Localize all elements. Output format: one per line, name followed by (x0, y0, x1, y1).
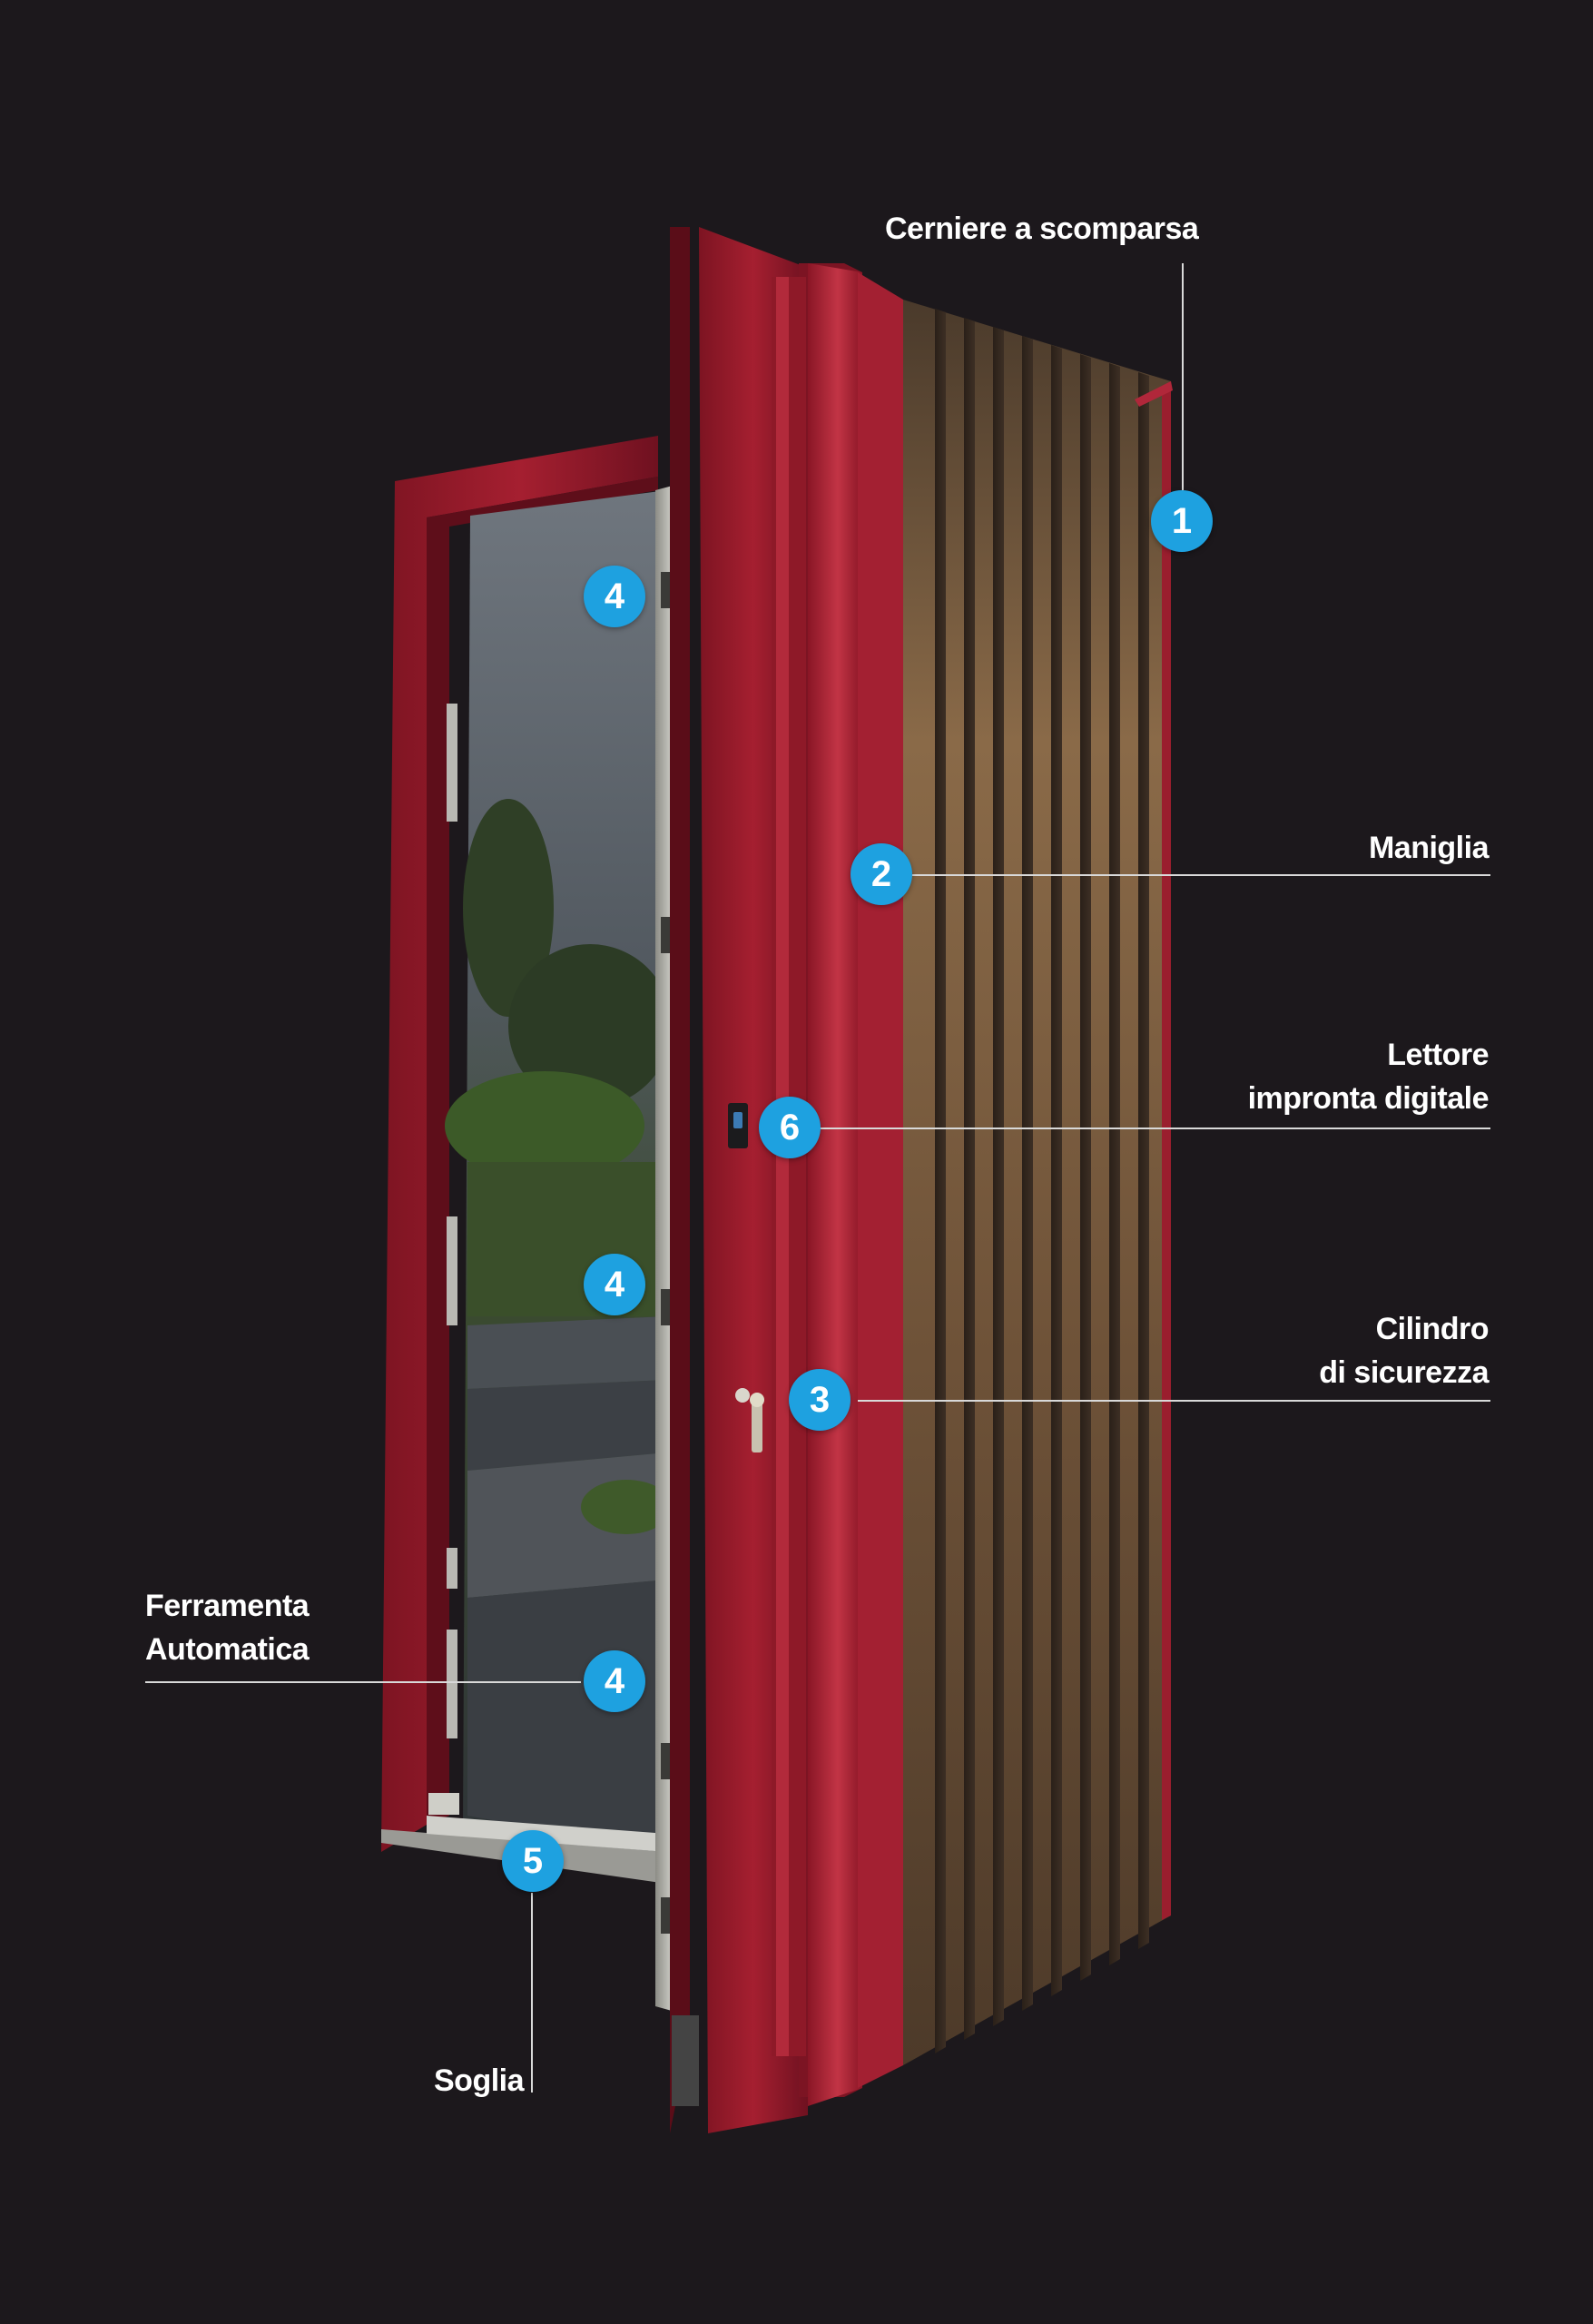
wood-cladding (903, 300, 1173, 2065)
label-hardware: Ferramenta Automatica (145, 1589, 310, 1667)
leader-line-hardware (145, 1681, 581, 1683)
label-handle: Maniglia (1368, 831, 1490, 865)
marker-hardware-top: 4 (584, 566, 645, 627)
marker-threshold: 5 (502, 1830, 564, 1892)
marker-cylinder: 3 (789, 1369, 851, 1431)
outdoor-view (445, 490, 672, 1861)
marker-hardware-bottom: 4 (584, 1650, 645, 1712)
door-leaf (699, 227, 903, 2133)
leader-line-cylinder (858, 1400, 1490, 1402)
door-edge (655, 227, 699, 2133)
leader-line-fingerprint (820, 1128, 1490, 1129)
marker-fingerprint: 6 (759, 1097, 821, 1158)
leader-line-threshold (531, 1893, 533, 2093)
label-hinges: Cerniere a scomparsa (885, 212, 1199, 246)
marker-handle: 2 (851, 843, 912, 905)
label-cylinder: Cilindro di sicurezza (1319, 1312, 1489, 1390)
leader-line-handle (912, 874, 1490, 876)
leader-line-hinges (1182, 263, 1184, 490)
label-threshold: Soglia (434, 2063, 525, 2098)
label-fingerprint: Lettore impronta digitale (1247, 1038, 1490, 1116)
marker-hardware-middle: 4 (584, 1254, 645, 1315)
marker-hinges: 1 (1151, 490, 1213, 552)
door-frame (381, 436, 658, 1852)
